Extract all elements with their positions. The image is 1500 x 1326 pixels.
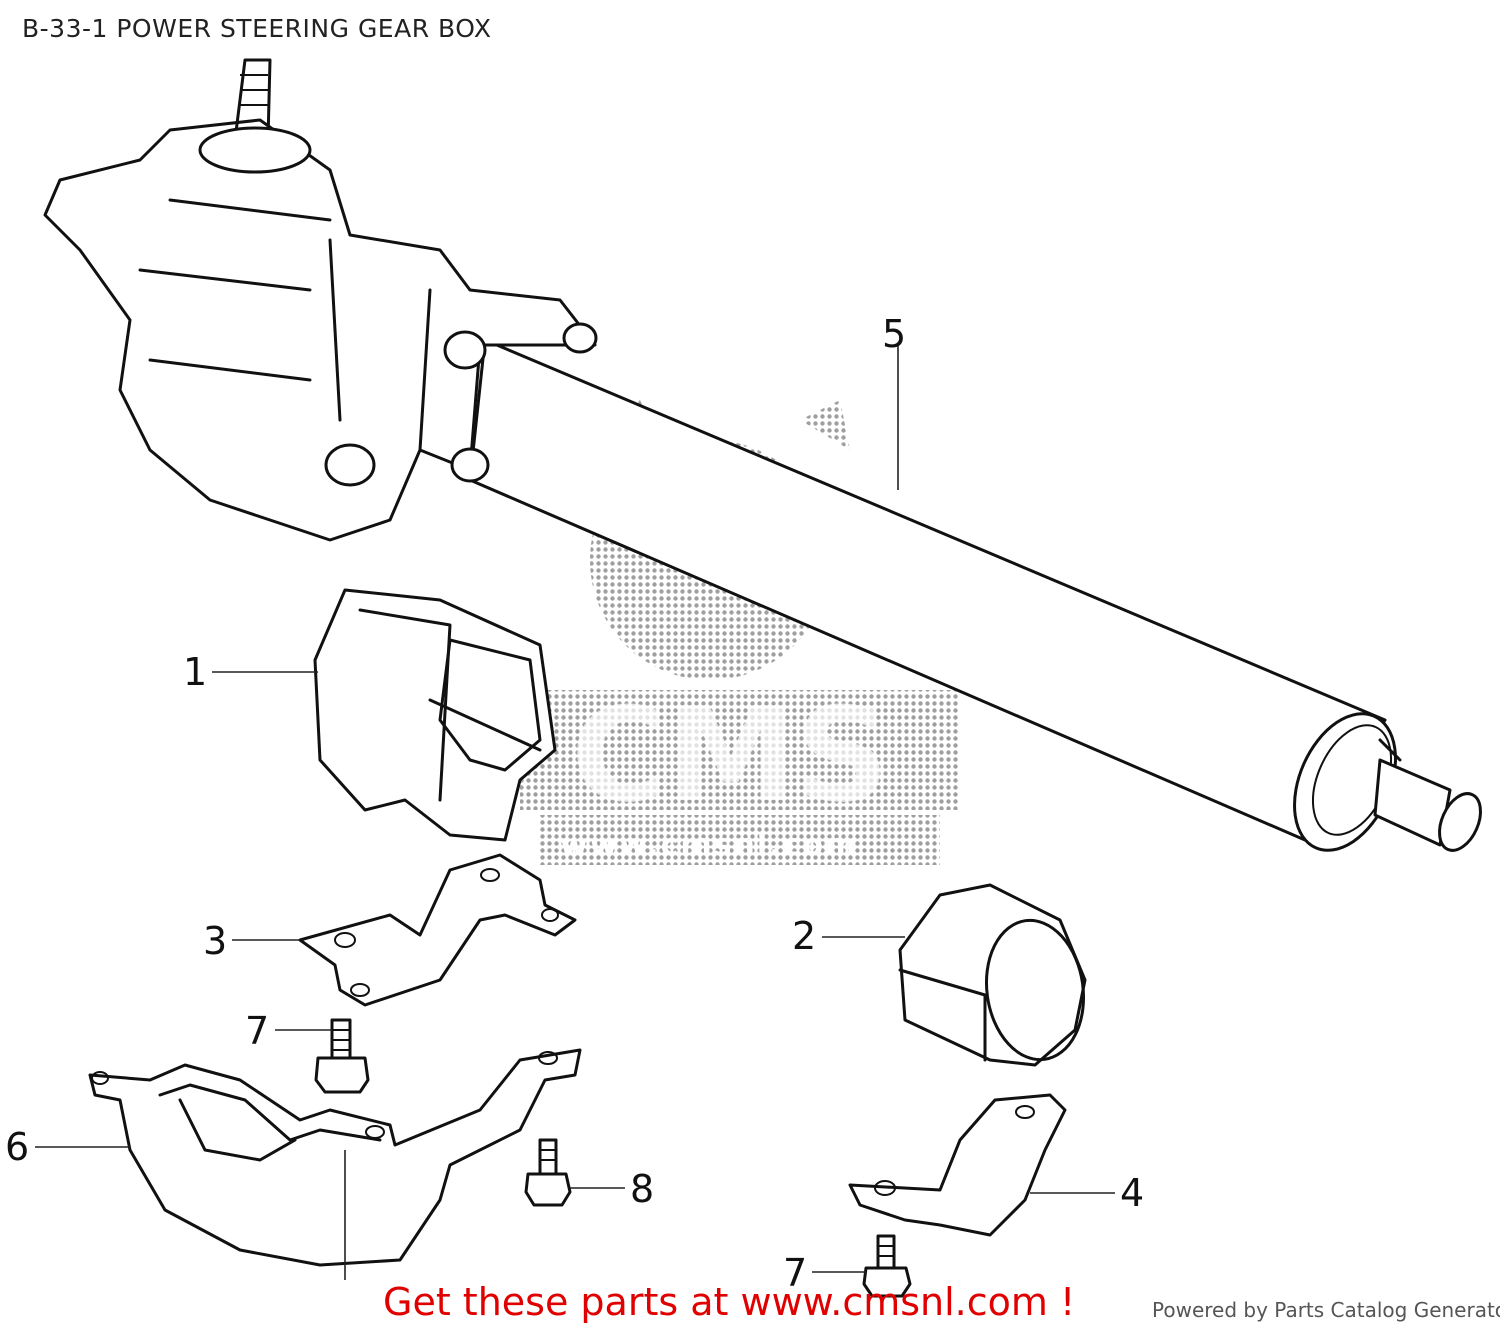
bracket-right [848,1093,1067,1237]
bolt-upper [314,1018,370,1094]
callout-4: 4 [1120,1171,1145,1215]
gear-box-cover [88,1048,582,1267]
callout-8: 8 [630,1167,655,1211]
leader-lines [35,345,1115,1280]
steering-rack-housing [468,338,1482,852]
callout-6: 6 [5,1125,30,1169]
powered-by-credit: Powered by Parts Catalog Generator [1152,1298,1500,1322]
rubber-mount-left [313,588,557,842]
gear-box-body [43,58,598,542]
watermark-url: www.cmsnl.com [560,828,859,863]
bracket-left [298,853,577,1007]
callout-2: 2 [792,914,817,958]
callout-7-upper: 7 [245,1009,270,1053]
callout-3: 3 [203,919,228,963]
callout-5: 5 [882,312,907,356]
rubber-mount-right [898,883,1087,1067]
bolt-8 [524,1138,572,1207]
get-parts-link[interactable]: Get these parts at www.cmsnl.com ! [383,1280,1076,1324]
bolt-lower [862,1234,912,1298]
watermark-logo-text: CMS [571,679,889,831]
page-title: B-33-1 POWER STEERING GEAR BOX [22,14,492,43]
callout-1: 1 [183,650,208,694]
callout-7-lower: 7 [783,1251,808,1295]
